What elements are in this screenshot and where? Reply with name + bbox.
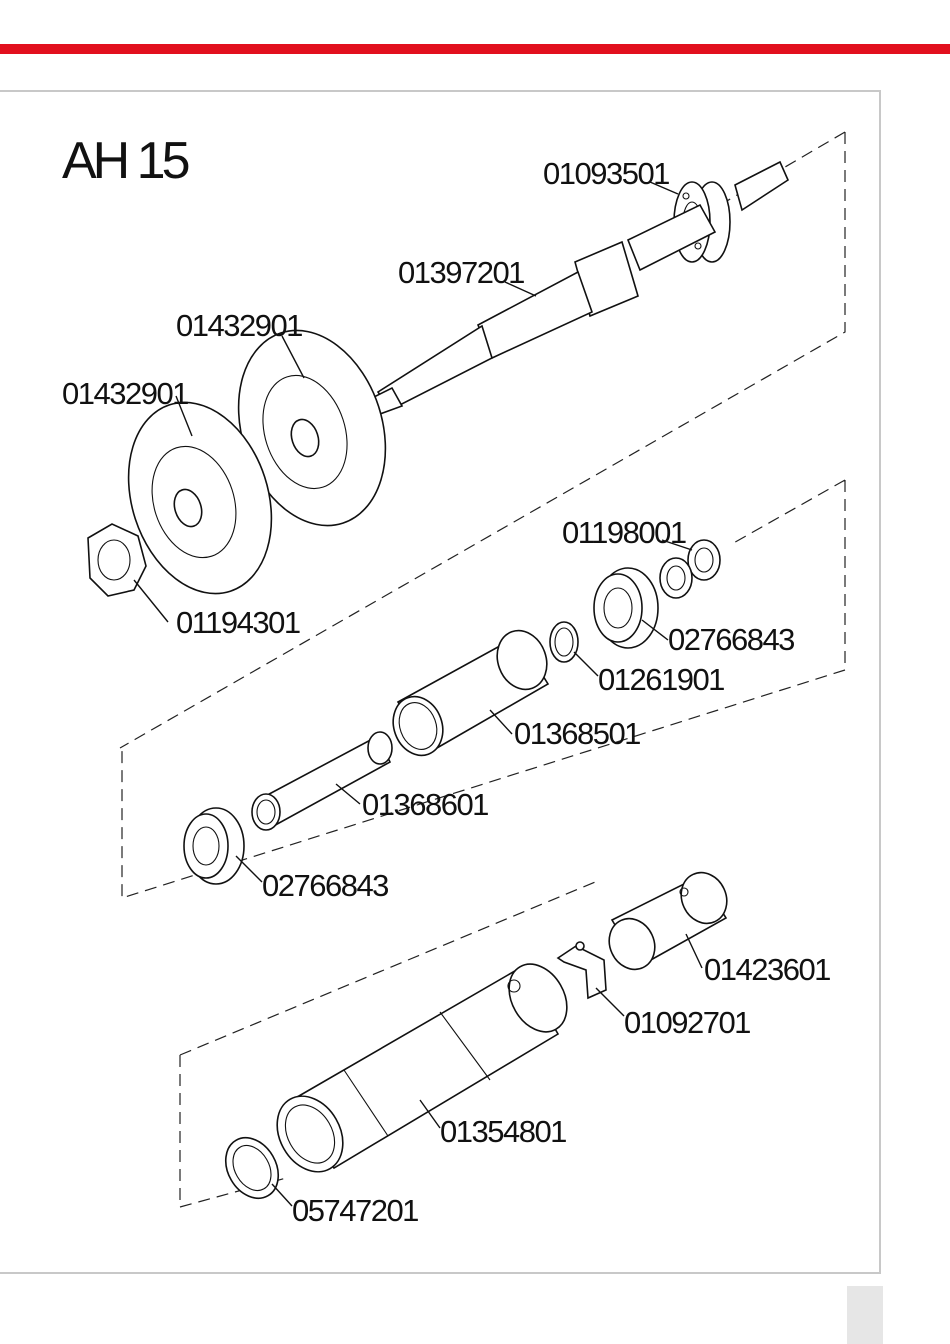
- part-washer: [550, 622, 578, 662]
- label-01432901-rear: 01432901: [176, 308, 302, 343]
- label-01261901: 01261901: [598, 662, 724, 697]
- label-01354801: 01354801: [440, 1114, 566, 1149]
- part-housing: [264, 954, 578, 1184]
- label-02766843-upper: 02766843: [668, 622, 794, 657]
- label-01368601: 01368601: [362, 787, 488, 822]
- diagram-title: AH 15: [62, 132, 189, 190]
- label-01432901-front: 01432901: [62, 376, 188, 411]
- label-01198001: 01198001: [562, 515, 686, 550]
- label-01423601: 01423601: [704, 952, 830, 987]
- part-end-ring: [215, 1128, 289, 1207]
- label-05747201: 05747201: [292, 1193, 418, 1228]
- label-01397201: 01397201: [398, 255, 524, 290]
- part-half-clip: [558, 942, 606, 998]
- label-01368501: 01368501: [514, 716, 640, 751]
- part-nut: [88, 524, 146, 596]
- label-01194301: 01194301: [176, 605, 300, 640]
- label-01092701: 01092701: [624, 1005, 750, 1040]
- label-02766843-lower: 02766843: [262, 868, 388, 903]
- part-bearing-upper: [594, 568, 658, 648]
- label-01093501: 01093501: [543, 156, 669, 191]
- part-bearing-lower: [184, 808, 244, 884]
